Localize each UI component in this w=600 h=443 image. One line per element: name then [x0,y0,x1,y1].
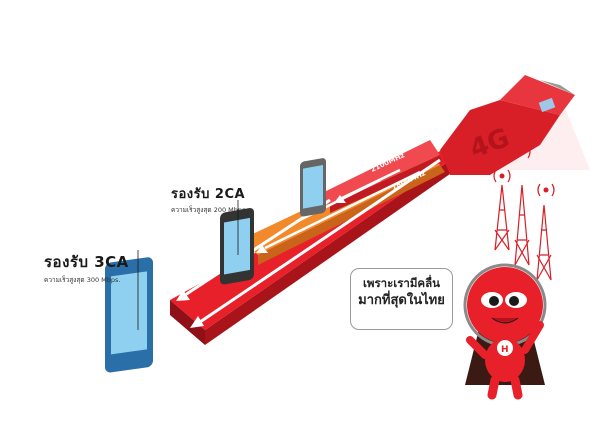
4g-plug-sticker [538,97,556,113]
mascot-character: H [463,263,547,400]
phone-small [300,158,326,217]
speech-line-2: มากที่สุดในไทย [358,292,445,308]
band-900-side [205,150,470,345]
label-2ca-speed: ความเร็วสูงสุด 200 Mbps. [171,206,248,214]
band-1800-side [258,165,445,265]
label-3ca-title: รองรับ 3CA [44,253,129,271]
phone-2ca [220,200,254,285]
label-2ca: รองรับ 2CA ความเร็วสูงสุด 200 Mbps. [171,183,247,215]
speech-line-1: เพราะเรามีคลื่น [362,276,441,290]
arrow-head-icon [334,195,346,203]
phone-3ca [105,250,153,373]
arrow-head-icon [190,316,204,328]
label-3ca: รองรับ 3CA ความเร็วสูงสุด 300 Mbps. [44,250,129,285]
svg-text:H: H [501,345,509,355]
band-2100-arrow [341,168,401,200]
arrow-head-icon [256,245,268,253]
speech-bubble: เพราะเรามีคลื่น มากที่สุดในไทย [350,268,453,330]
4g-plug-body [440,100,560,175]
band-2100-top [318,140,440,205]
cell-towers [494,184,552,281]
4g-plug-top [500,75,575,115]
label-2ca-title: รองรับ 2CA [171,187,246,202]
band-2100-side [330,155,442,213]
band-900-front [170,300,205,345]
arrow-head-icon [176,290,190,301]
tower-wave-icons [493,145,555,197]
tower-signal-icons [499,149,549,193]
label-3ca-speed: ความเร็วสูงสุด 300 Mbps. [44,276,121,284]
